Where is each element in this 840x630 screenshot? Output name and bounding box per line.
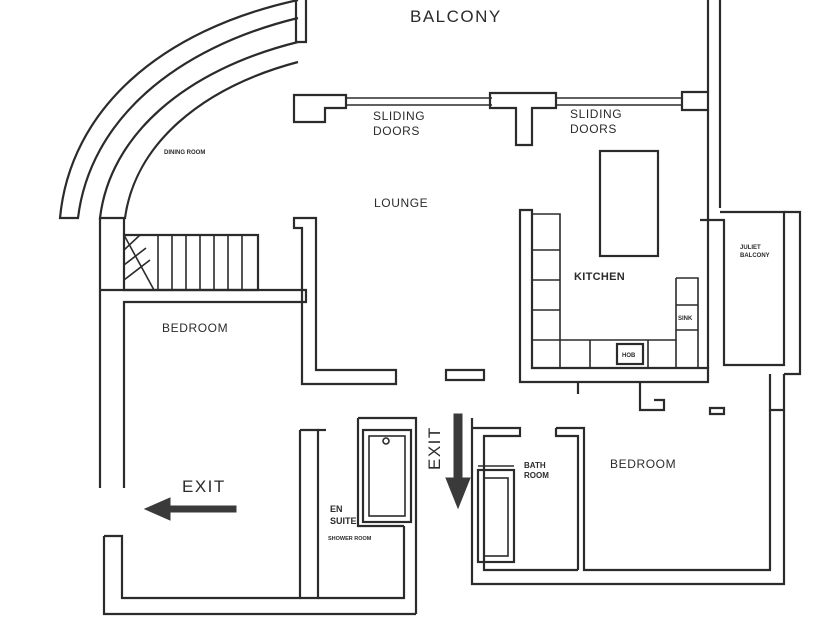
label-ensuite-1: EN [330, 504, 343, 514]
label-lounge: LOUNGE [374, 196, 428, 210]
curved-dining-wall [58, 0, 308, 220]
label-balcony: BALCONY [410, 7, 502, 26]
label-bathroom-1: BATH [524, 461, 546, 470]
label-juliet-balcony-2: BALCONY [740, 253, 770, 259]
label-bedroom-left: BEDROOM [162, 321, 228, 335]
kitchen [518, 149, 710, 384]
staircase [122, 233, 260, 292]
interior-walls [100, 216, 486, 614]
label-hob: HOB [622, 353, 636, 359]
label-exit-left: EXIT [182, 477, 226, 496]
sliding-doors-wall [292, 90, 710, 147]
label-ensuite-2: SUITE [330, 516, 357, 526]
label-bedroom-right: BEDROOM [610, 457, 676, 471]
right-rooms [470, 374, 786, 586]
outer-walls [98, 0, 802, 616]
exit-arrow-down [445, 413, 471, 510]
label-juliet-balcony-1: JULIET [740, 245, 761, 251]
label-sliding-doors-right-2: DOORS [570, 122, 617, 136]
label-sliding-doors-left-1: SLIDING [373, 109, 425, 123]
label-sliding-doors-left-2: DOORS [373, 124, 420, 138]
label-dining-room: DINING ROOM [164, 150, 205, 156]
label-kitchen: KITCHEN [574, 271, 625, 283]
ensuite-bath [361, 428, 413, 524]
label-exit-vertical: EXIT [425, 426, 444, 470]
exit-arrow-left [143, 497, 237, 521]
label-sink: SINK [678, 316, 693, 322]
label-bathroom-2: ROOM [524, 471, 549, 480]
label-sliding-doors-right-1: SLIDING [570, 107, 622, 121]
label-shower-room: SHOWER ROOM [328, 536, 372, 542]
